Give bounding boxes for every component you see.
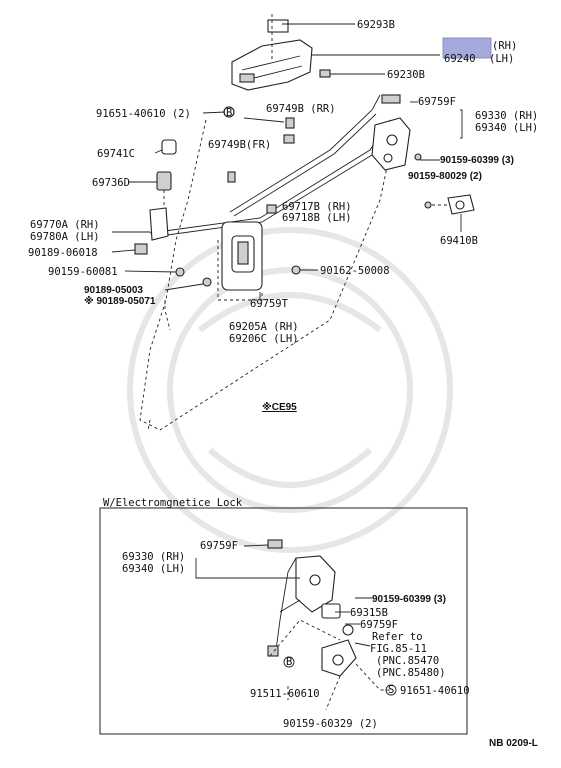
label-91651-40610: 91651-40610 (2) [96,108,191,120]
label-69717b: 69717B (RH) [282,201,352,213]
label-refer-to: Refer to [372,631,423,643]
label-90159-60081: 90159-60081 [48,266,118,278]
label-ce95: ※CE95 [262,401,297,413]
label-69340-lh: 69340 (LH) [475,122,538,134]
label-90189-05071: ※ 90189-05071 [84,295,156,307]
label-fig-ref: FIG.85-11 [370,643,427,655]
label-pnc-2: (PNC.85480) [376,667,446,679]
sub-diagram-title: W/Electromgnetice Lock [103,497,243,509]
label-69230b: 69230B [387,69,425,81]
mark-b-lower: B [286,656,292,668]
label-lh: (LH) [489,53,514,65]
label-lower-91511-60610: 91511-60610 [250,688,320,700]
watermark-emblem [127,227,453,553]
highlight-box [442,37,492,59]
label-69780a: 69780A (LH) [30,231,100,243]
label-lower-69330: 69330 (RH) [122,551,185,563]
label-69240: 69240 [444,53,476,65]
label-69293b: 69293B [357,19,395,31]
label-69749b-rr: 69749B (RR) [266,103,336,115]
label-69741c: 69741C [97,148,135,160]
lock-link [134,207,169,255]
electromagnetic-lock-box [99,507,468,735]
label-90159-80029: 90159-80029 (2) [408,171,482,182]
label-69718b: 69718B (LH) [282,212,352,224]
label-lower-90159-60399: 90159-60399 (3) [372,594,446,605]
label-90189-06018: 90189-06018 [28,247,98,259]
label-lower-69340: 69340 (LH) [122,563,185,575]
inside-handle [221,221,263,291]
label-lower-69759f-b: 69759F [360,619,398,631]
label-69736d: 69736D [92,177,130,189]
electromagnetic-lock-assembly [267,539,357,677]
mark-b-upper: B [226,107,232,119]
label-69410b: 69410B [440,235,478,247]
label-pnc-1: (PNC.85470 [376,655,439,667]
label-69759t: 69759T [250,298,289,310]
label-lower-91651-40610: 91651-40610 [400,685,470,697]
label-lower-69759f-a: 69759F [200,540,238,552]
outside-handle [231,19,313,91]
label-69749b-fr: 69749B(FR) [208,139,271,151]
label-lower-69315b: 69315B [350,607,388,619]
label-69205a: 69205A (RH) [229,321,299,333]
label-90189-05003: 90189-05003 [84,285,143,296]
label-lower-90159-60329: 90159-60329 (2) [283,718,378,730]
label-90162-50008: 90162-50008 [320,265,390,277]
label-69759f-upper: 69759F [418,96,456,108]
mark-s-lower: S [388,684,394,696]
label-69206c: 69206C (LH) [229,333,299,345]
door-striker [424,194,475,232]
label-rh: (RH) [492,40,517,52]
door-lock-assembly [371,94,411,171]
label-69330-rh: 69330 (RH) [475,110,538,122]
footer-code: NB 0209-L [489,738,538,749]
label-69770a: 69770A (RH) [30,219,100,231]
label-90159-60399: 90159-60399 (3) [440,155,514,166]
